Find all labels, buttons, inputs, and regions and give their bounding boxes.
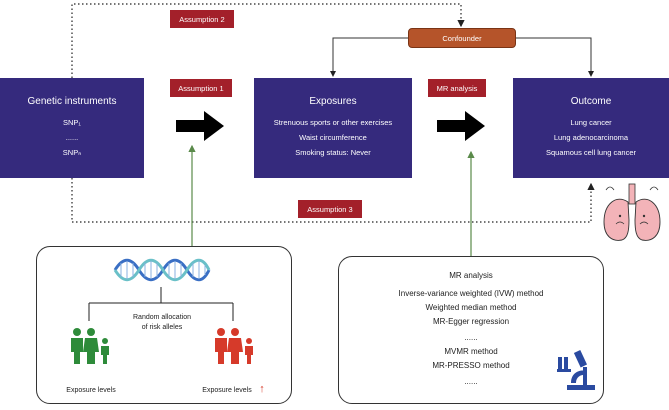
exposure-levels-right: Exposure levels <box>202 387 252 394</box>
confounder-to-outcome-line <box>516 37 594 77</box>
assumption2-tag: Assumption 2 <box>170 10 234 28</box>
outcome-box: Outcome Lung cancer Lung adenocarcinoma … <box>513 78 669 178</box>
assumption1-tag: Assumption 1 <box>170 79 232 97</box>
exposures-box: Exposures Strenuous sports or other exer… <box>254 78 412 178</box>
allocation-tree-lines <box>88 287 234 321</box>
mr-methods-heading: MR analysis <box>449 271 493 280</box>
assumption3-tag: Assumption 3 <box>298 200 362 218</box>
confounder-to-exposures-line <box>330 37 408 77</box>
mr-method-item: MR-Egger regression <box>432 317 510 326</box>
outcome-title: Outcome <box>570 96 612 107</box>
exposure-item: Smoking status: Never <box>295 148 371 157</box>
big-arrow-exposures-to-outcome <box>437 111 485 141</box>
mr-methods-panel: MR analysis Inverse-variance weighted (I… <box>338 256 604 404</box>
mr-method-item: Inverse-variance weighted (IVW) method <box>398 289 544 298</box>
assumption2-dotted-path <box>71 3 465 78</box>
exposure-levels-left: Exposure levels <box>66 387 116 394</box>
genetic-instruments-title: Genetic instruments <box>27 96 117 107</box>
confounder-box: Confounder <box>408 28 516 48</box>
randomization-panel: Random allocation of risk alleles Exposu… <box>36 246 292 404</box>
mr-method-item: ...... <box>464 377 478 386</box>
lungs-icon <box>603 183 661 241</box>
mr-method-item: Weighted median method <box>425 303 517 312</box>
outcome-item: Lung cancer <box>570 118 612 127</box>
red-family-icon <box>215 328 253 364</box>
outcome-item: Squamous cell lung cancer <box>545 148 637 157</box>
mr-method-item: ...... <box>464 333 478 342</box>
up-arrow-icon: ↑ <box>259 383 265 395</box>
snp-ellipsis: ...... <box>65 133 79 142</box>
outcome-item: Lung adenocarcinoma <box>553 133 629 142</box>
mr-method-item: MVMR method <box>444 347 498 356</box>
mr-method-item: MR-PRESSO method <box>432 361 510 370</box>
green-family-icon <box>71 328 109 364</box>
exposures-title: Exposures <box>309 96 357 107</box>
allocation-line2: of risk alleles <box>141 324 183 331</box>
mr-analysis-tag: MR analysis <box>428 79 486 97</box>
genetic-instruments-box: Genetic instruments SNP₁ ...... SNPₙ <box>0 78 144 178</box>
dna-helix-icon <box>113 258 211 282</box>
snp-last: SNPₙ <box>62 148 82 157</box>
random-allocation-label: Random allocation of risk alleles <box>107 313 217 333</box>
exposure-item: Strenuous sports or other exercises <box>273 118 393 127</box>
microscope-icon <box>557 350 595 390</box>
snp-first: SNP₁ <box>63 118 81 127</box>
big-arrow-genetic-to-exposures <box>176 111 224 141</box>
exposure-item: Waist circumference <box>299 133 367 142</box>
allocation-line1: Random allocation <box>133 314 191 321</box>
